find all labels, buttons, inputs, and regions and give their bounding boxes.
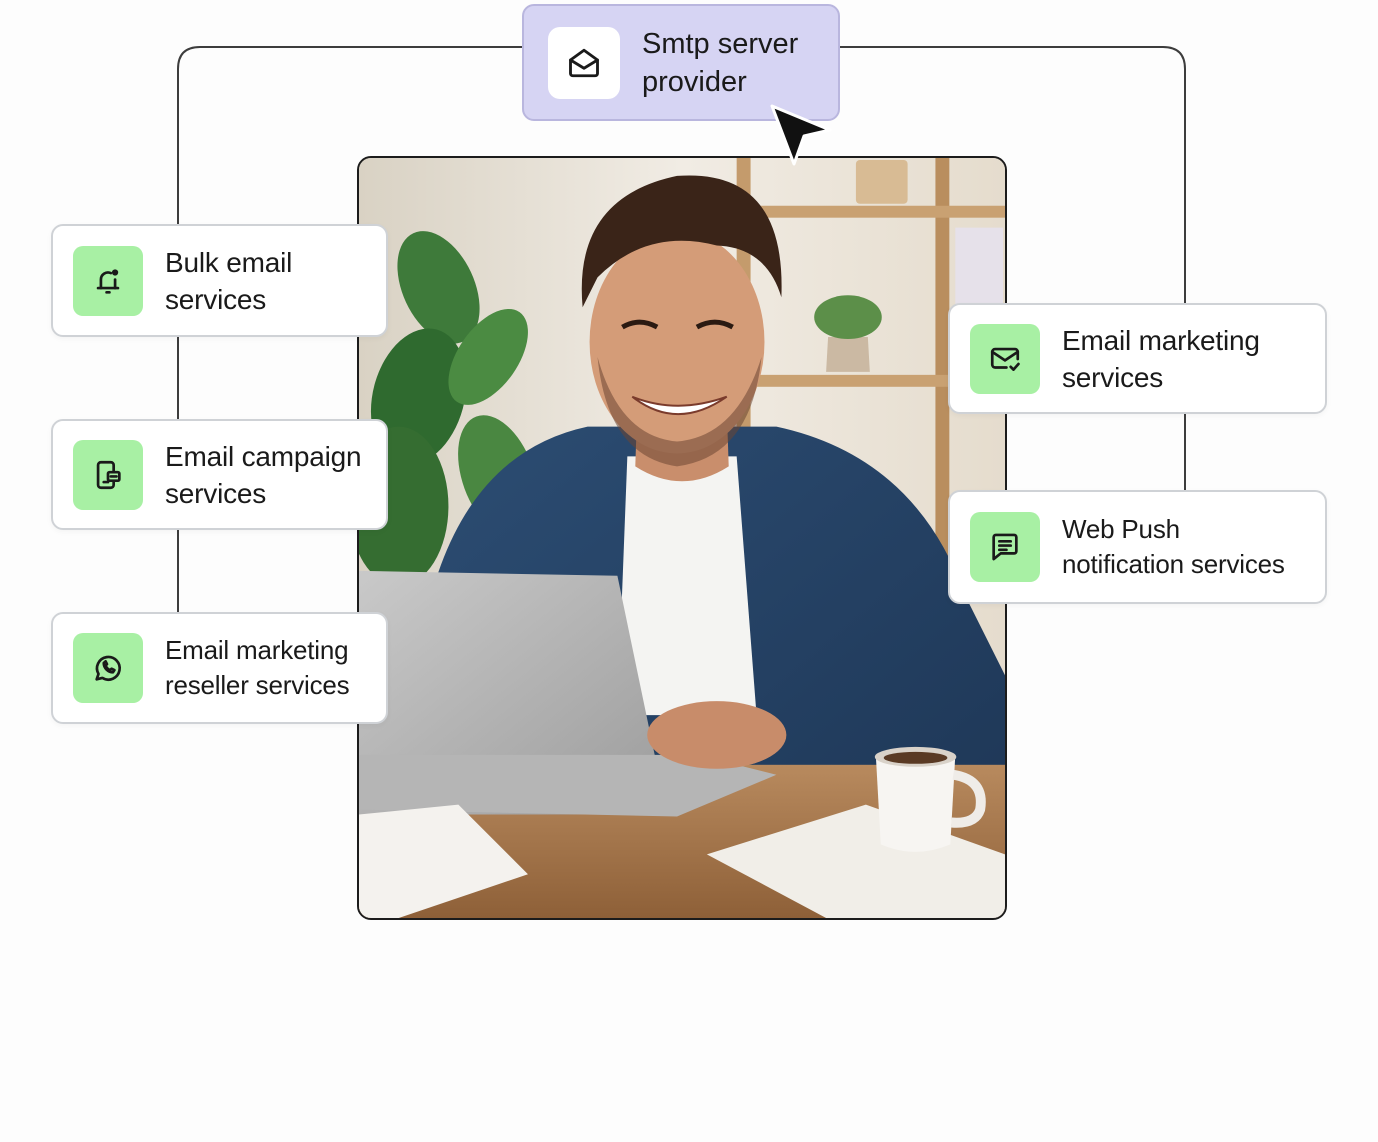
smtp-server-provider-card[interactable]: Smtp server provider bbox=[522, 4, 840, 121]
open-envelope-icon bbox=[569, 48, 599, 77]
email-campaign-label: Email campaign services bbox=[165, 440, 362, 509]
whatsapp-icon bbox=[95, 655, 121, 681]
web-push-label: Web Push notification services bbox=[1062, 514, 1285, 579]
email-marketing-reseller-icon-box bbox=[73, 633, 143, 703]
email-marketing-icon-box bbox=[970, 323, 1040, 394]
chat-message-icon bbox=[992, 533, 1018, 561]
man-with-laptop-photo bbox=[357, 156, 1007, 920]
bulk-email-label: Bulk email services bbox=[165, 246, 293, 315]
web-push-notification-services-card[interactable]: Web Push notification services bbox=[948, 490, 1327, 604]
mobile-message-icon bbox=[96, 460, 121, 489]
email-campaign-icon-box bbox=[73, 439, 143, 510]
bulk-email-icon-box bbox=[73, 245, 143, 316]
email-marketing-reseller-services-card[interactable]: Email marketing reseller services bbox=[51, 612, 388, 724]
email-marketing-label: Email marketing services bbox=[1062, 324, 1260, 393]
smtp-icon-box bbox=[548, 26, 620, 99]
bulk-email-services-card[interactable]: Bulk email services bbox=[51, 224, 388, 337]
web-push-icon-box bbox=[970, 512, 1040, 582]
smtp-label: Smtp server provider bbox=[642, 27, 799, 98]
mouse-pointer-icon bbox=[770, 104, 832, 166]
mail-check-icon bbox=[990, 347, 1020, 371]
email-marketing-services-card[interactable]: Email marketing services bbox=[948, 303, 1327, 414]
email-campaign-services-card[interactable]: Email campaign services bbox=[51, 419, 388, 530]
bell-ring-icon bbox=[96, 268, 120, 294]
email-marketing-reseller-label: Email marketing reseller services bbox=[165, 635, 350, 700]
